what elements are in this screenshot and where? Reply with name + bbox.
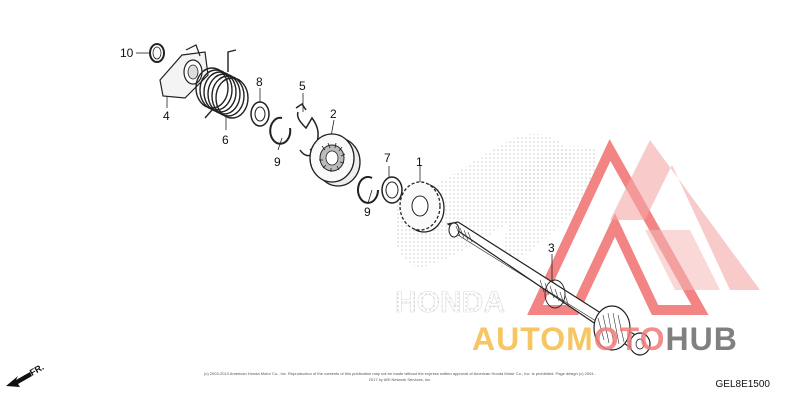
site-watermark: AUTOMOTOHUB (472, 321, 738, 358)
watermark-part-hub: HUB (665, 321, 738, 357)
part-3-spindle (446, 221, 651, 356)
callout-2: 2 (330, 107, 337, 121)
callout-9-upper: 9 (274, 155, 281, 169)
watermark-part-auto: AUTOM (472, 321, 594, 357)
honda-text-watermark: HONDA (395, 286, 505, 319)
front-direction-arrow-icon: FR. (6, 362, 46, 387)
part-6-spring (195, 49, 249, 119)
front-direction-label: FR. (28, 362, 46, 378)
callout-7: 7 (384, 151, 391, 165)
callout-5: 5 (299, 79, 306, 93)
part-7-washer (381, 176, 403, 204)
callout-3: 3 (548, 241, 555, 255)
part-4-holder (159, 44, 209, 99)
callout-10: 10 (120, 46, 134, 60)
callout-4: 4 (163, 109, 170, 123)
callout-6: 6 (222, 133, 229, 147)
honda-wing-watermark: HONDA (395, 133, 596, 319)
copyright-notice: (c) 2003-2013 American Honda Motor Co., … (204, 371, 596, 382)
watermark-logo (527, 139, 760, 315)
callout-9-lower: 9 (364, 205, 371, 219)
part-1-gear (399, 181, 445, 233)
part-2-ratchet (309, 133, 361, 187)
diagram-code: GEL8E1500 (715, 379, 771, 390)
callout-1: 1 (416, 155, 423, 169)
callout-8: 8 (256, 75, 263, 89)
part-10-circlip (149, 43, 165, 63)
part-8-washer (250, 101, 270, 127)
watermark-part-moto: OTO (593, 321, 666, 357)
part-9-circlip-upper (269, 116, 292, 145)
part-9-circlip-lower (357, 175, 379, 204)
